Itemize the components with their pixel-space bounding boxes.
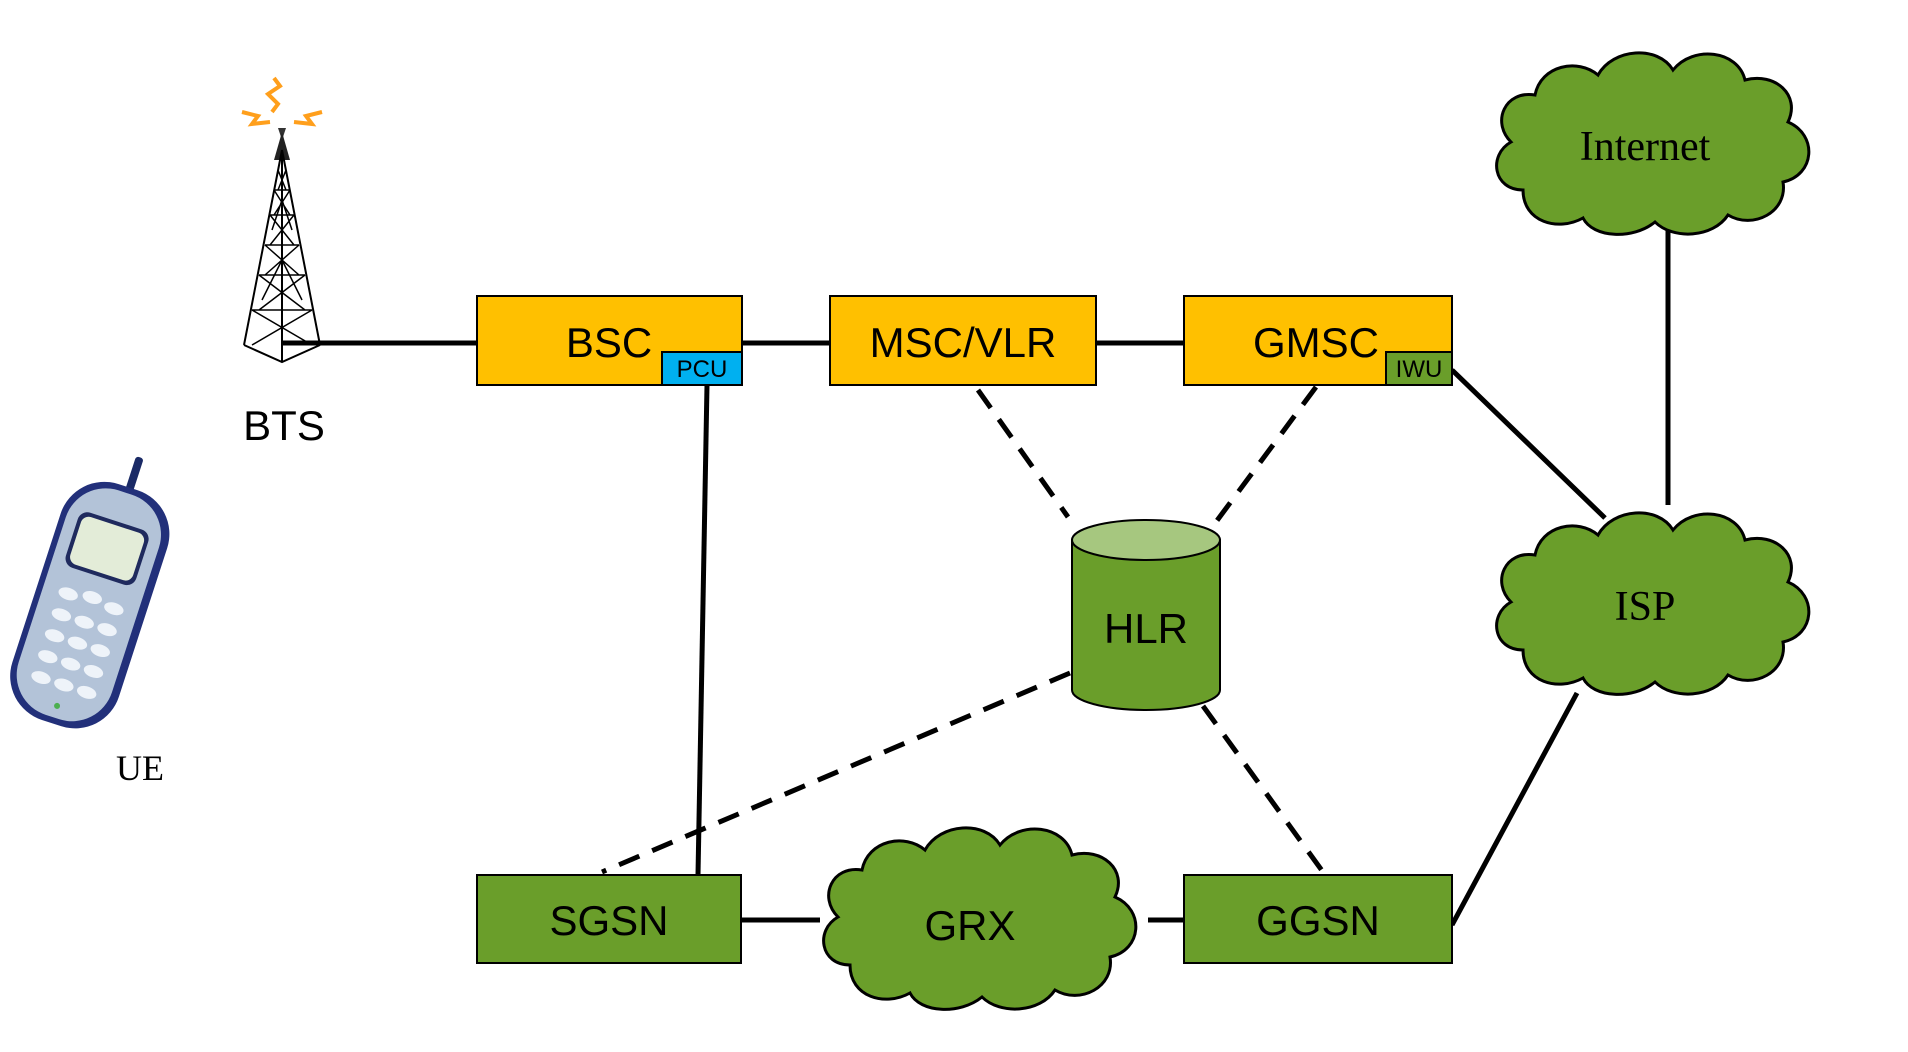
gmsc-node: GMSC IWU [1183, 295, 1453, 386]
ggsn-label: GGSN [1256, 897, 1380, 944]
internet-label: Internet [1580, 124, 1711, 170]
ggsn-box [1183, 874, 1453, 964]
isp-label: ISP [1615, 584, 1676, 630]
msc-vlr-node: MSC/VLR [829, 295, 1097, 386]
hlr-node: HLR [1071, 519, 1221, 711]
bsc-label: BSC [566, 319, 652, 366]
grx-cloud: GRX [822, 826, 1138, 1011]
internet-cloud: Internet [1495, 51, 1811, 236]
iwu-box [1385, 351, 1453, 386]
grx-label: GRX [924, 902, 1015, 949]
radio-tower-icon [241, 76, 323, 364]
bts-label: BTS [243, 402, 325, 449]
bsc-node: BSC PCU [476, 295, 743, 386]
connections [282, 205, 1671, 927]
hlr-label: HLR [1104, 605, 1188, 652]
msc-vlr-label: MSC/VLR [870, 319, 1057, 366]
sgsn-node: SGSN [476, 874, 742, 964]
bts-tower: BTS [241, 76, 325, 449]
hlr-cylinder-body [1071, 539, 1221, 711]
ue-label: UE [116, 748, 164, 788]
ue-device: UE [10, 456, 170, 788]
sgsn-box [476, 874, 742, 964]
link-msc-hlr [975, 388, 1071, 519]
pcu-label: PCU [677, 356, 728, 383]
ggsn-node: GGSN [1183, 874, 1453, 964]
link-hlr-ggsn [1200, 704, 1326, 874]
link-iwu-isp [1450, 368, 1607, 520]
pcu-box [661, 351, 743, 386]
mobile-phone-icon [10, 456, 170, 729]
link-hlr-sgsn [601, 670, 1071, 875]
link-gmsc-hlr [1207, 385, 1319, 532]
link-pcu-sgsn [695, 384, 710, 876]
sgsn-label: SGSN [549, 897, 668, 944]
gmsc-label: GMSC [1253, 319, 1379, 366]
hlr-cylinder-top [1071, 519, 1221, 561]
msc-vlr-box [829, 295, 1097, 386]
link-ggsn-isp [1449, 691, 1580, 927]
isp-cloud: ISP [1495, 511, 1811, 696]
iwu-label: IWU [1396, 356, 1443, 383]
